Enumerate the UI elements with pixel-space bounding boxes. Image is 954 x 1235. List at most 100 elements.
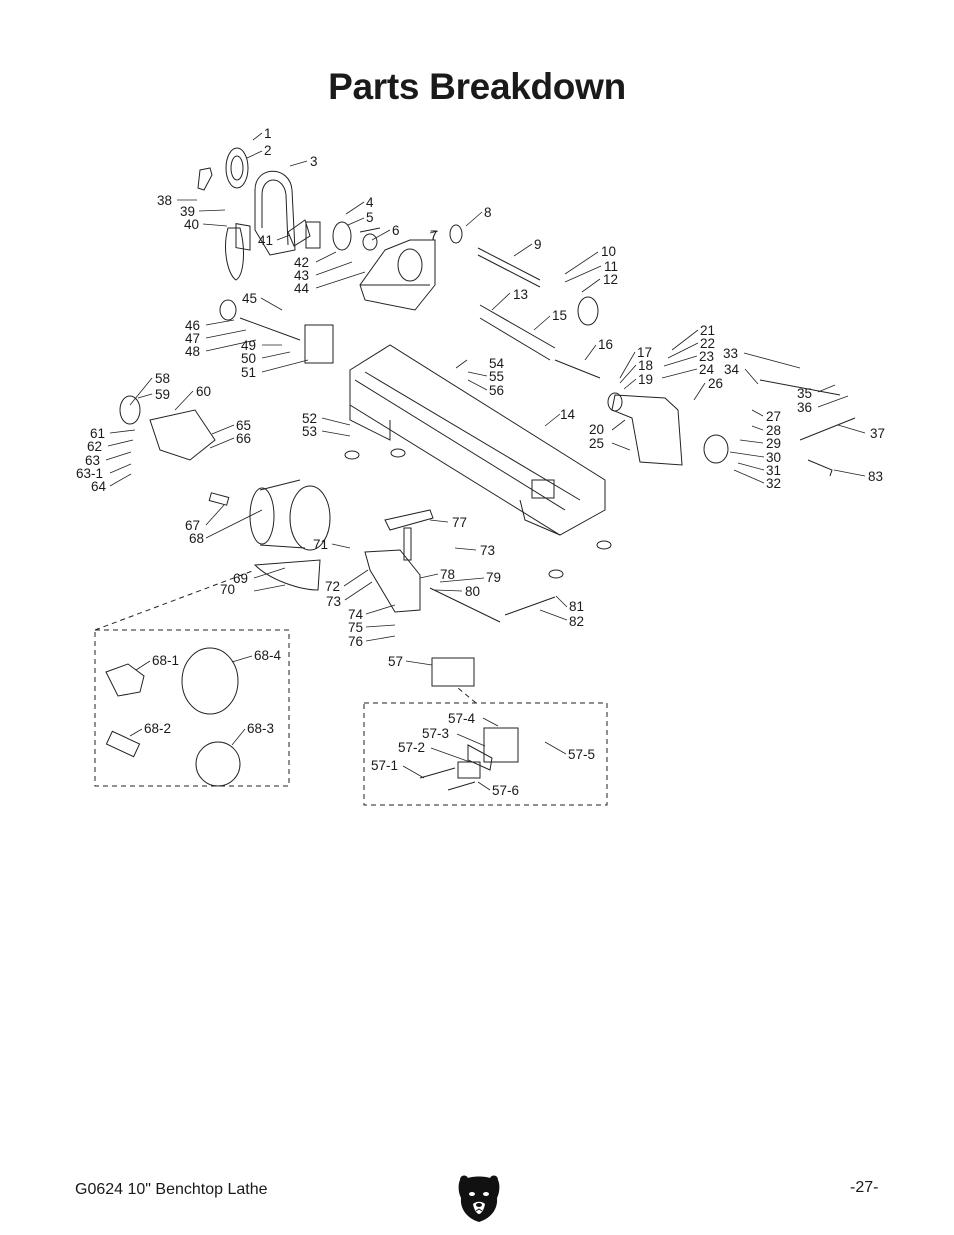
pulley-part bbox=[225, 147, 249, 189]
callout-15: 15 bbox=[552, 308, 567, 323]
callout-7: 7 bbox=[430, 228, 438, 243]
part-57-3 bbox=[467, 744, 493, 771]
callout-38: 38 bbox=[157, 193, 172, 208]
lockbar-45-part bbox=[239, 317, 301, 341]
drive-belt-part bbox=[225, 227, 244, 281]
callout-60: 60 bbox=[196, 384, 211, 399]
callout-82: 82 bbox=[569, 614, 584, 629]
callout-4: 4 bbox=[366, 195, 374, 210]
callout-8: 8 bbox=[484, 205, 492, 220]
spindle-pulley-41-part bbox=[287, 219, 311, 247]
switch-57-part bbox=[431, 657, 475, 687]
callout-16: 16 bbox=[598, 337, 613, 352]
callout-6: 6 bbox=[392, 223, 400, 238]
callout-54: 54 bbox=[489, 356, 505, 371]
callout-83: 83 bbox=[868, 469, 883, 484]
callout-39: 39 bbox=[180, 204, 195, 219]
callout-9: 9 bbox=[534, 237, 542, 252]
banjo-72-part bbox=[364, 549, 421, 613]
callout-3: 3 bbox=[310, 154, 318, 169]
callout-26: 26 bbox=[708, 376, 723, 391]
callout-27: 27 bbox=[766, 409, 781, 424]
callout-68-1: 68-1 bbox=[152, 653, 179, 668]
callout-70: 70 bbox=[220, 582, 235, 597]
callout-55: 55 bbox=[489, 369, 504, 384]
knob-46-part bbox=[219, 299, 237, 321]
plate-42-part bbox=[305, 221, 321, 249]
hex-wrench-83-part bbox=[807, 459, 833, 477]
callout-12: 12 bbox=[603, 272, 618, 287]
callout-57-5: 57-5 bbox=[568, 747, 595, 762]
foot-4-part bbox=[596, 540, 612, 550]
tool-rest-77-part bbox=[384, 509, 434, 531]
plate-51-part bbox=[304, 324, 334, 364]
callout-19: 19 bbox=[638, 372, 653, 387]
callout-69: 69 bbox=[233, 571, 248, 586]
callout-61: 61 bbox=[90, 426, 105, 441]
callout-49: 49 bbox=[241, 338, 256, 353]
knob-38-part bbox=[197, 167, 213, 191]
callout-35: 35 bbox=[797, 386, 812, 401]
callout-13: 13 bbox=[513, 287, 528, 302]
callout-46: 46 bbox=[185, 318, 200, 333]
callout-2: 2 bbox=[264, 143, 272, 158]
callout-72: 72 bbox=[325, 579, 340, 594]
callout-22: 22 bbox=[700, 336, 715, 351]
switch-detail-leader bbox=[457, 687, 477, 704]
callout-20: 20 bbox=[589, 422, 604, 437]
bear-head-icon bbox=[458, 1175, 500, 1222]
callout-21: 21 bbox=[700, 323, 715, 338]
page-title: Parts Breakdown bbox=[328, 66, 626, 107]
switch-detail-box bbox=[363, 702, 608, 806]
motor-detail-box bbox=[94, 629, 290, 787]
callout-65: 65 bbox=[236, 418, 251, 433]
callout-68-4: 68-4 bbox=[254, 648, 282, 663]
belt-cover-part bbox=[254, 170, 296, 256]
page-number: -27- bbox=[850, 1179, 879, 1196]
callout-40: 40 bbox=[184, 217, 199, 232]
callout-80: 80 bbox=[465, 584, 480, 599]
foot-53-part bbox=[344, 450, 360, 460]
callout-57-2: 57-2 bbox=[398, 740, 425, 755]
callout-81: 81 bbox=[569, 599, 584, 614]
footer-model-name: G0624 10" Benchtop Lathe bbox=[75, 1181, 268, 1198]
callout-11: 11 bbox=[604, 259, 618, 274]
callout-28: 28 bbox=[766, 423, 781, 438]
callout-14: 14 bbox=[560, 407, 576, 422]
motor-cover-69-part bbox=[253, 559, 321, 591]
callout-63: 63 bbox=[85, 453, 100, 468]
bracket-65-part bbox=[149, 409, 216, 461]
lock-rod-80-part bbox=[429, 587, 501, 623]
key-67-part bbox=[208, 492, 230, 506]
callout-34: 34 bbox=[724, 362, 740, 377]
callout-58: 58 bbox=[155, 371, 170, 386]
callout-64: 64 bbox=[91, 479, 107, 494]
callout-25: 25 bbox=[589, 436, 604, 451]
callout-71: 71 bbox=[313, 537, 328, 552]
callout-67: 67 bbox=[185, 518, 200, 533]
callout-31: 31 bbox=[766, 463, 781, 478]
rod-82-part bbox=[504, 596, 556, 616]
callout-36: 36 bbox=[797, 400, 812, 415]
bearing-8-part bbox=[449, 224, 463, 244]
callout-57-1: 57-1 bbox=[371, 758, 398, 773]
callout-33: 33 bbox=[723, 346, 738, 361]
part-57-4 bbox=[483, 727, 519, 763]
rest-post-part bbox=[403, 527, 412, 561]
callout-44: 44 bbox=[294, 281, 310, 296]
spindle-shaft-9-part bbox=[477, 247, 541, 288]
callout-68-2: 68-2 bbox=[144, 721, 171, 736]
callout-68-3: 68-3 bbox=[247, 721, 274, 736]
callout-53: 53 bbox=[302, 424, 317, 439]
callout-74: 74 bbox=[348, 607, 364, 622]
callout-56: 56 bbox=[489, 383, 504, 398]
callout-75: 75 bbox=[348, 620, 363, 635]
faceplate-58-part bbox=[119, 395, 141, 425]
callout-41: 41 bbox=[258, 233, 273, 248]
part-57-1 bbox=[419, 767, 476, 791]
callout-59: 59 bbox=[155, 387, 170, 402]
rod-37-part bbox=[799, 417, 856, 441]
callout-37: 37 bbox=[870, 426, 885, 441]
callout-50: 50 bbox=[241, 351, 256, 366]
